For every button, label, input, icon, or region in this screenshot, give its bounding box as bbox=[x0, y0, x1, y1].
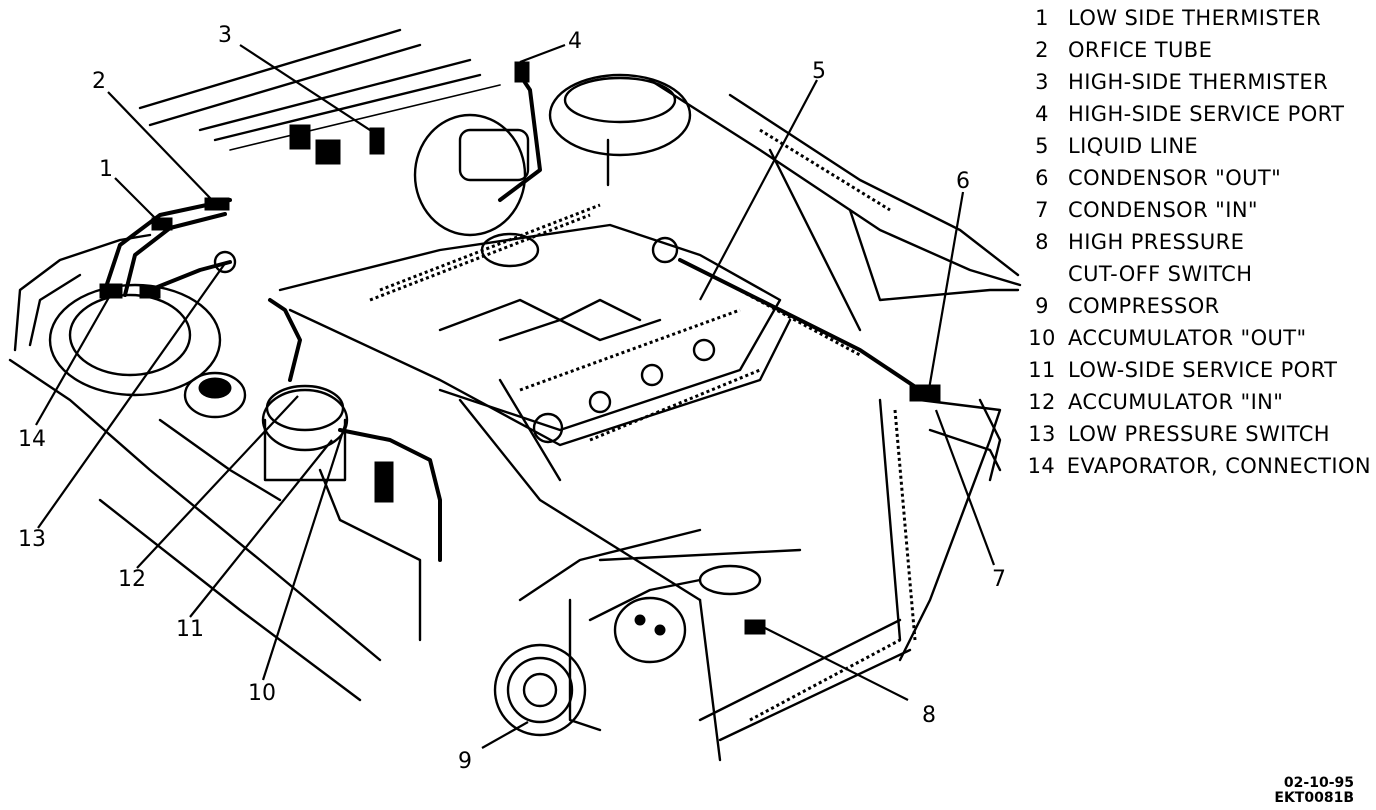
legend-number: 1 bbox=[1035, 6, 1049, 30]
legend-item: 1 LOW SIDE THERMISTER bbox=[1016, 2, 1371, 34]
legend-label: EVAPORATOR, CONNECTION bbox=[1066, 454, 1371, 478]
callout-4: 4 bbox=[568, 29, 582, 54]
legend-item: 9 COMPRESSOR bbox=[1016, 290, 1371, 322]
legend-number: 2 bbox=[1035, 38, 1049, 62]
legend-number: 6 bbox=[1035, 166, 1049, 190]
legend-item: 3 HIGH-SIDE THERMISTER bbox=[1016, 66, 1371, 98]
callout-12: 12 bbox=[118, 567, 146, 592]
legend-number: 10 bbox=[1028, 326, 1056, 350]
legend-number: 7 bbox=[1035, 198, 1049, 222]
callout-9: 9 bbox=[458, 749, 472, 774]
legend-number: 11 bbox=[1028, 358, 1056, 382]
callout-14: 14 bbox=[18, 427, 46, 452]
liquid-line bbox=[648, 78, 1022, 402]
legend-label: COMPRESSOR bbox=[1068, 294, 1220, 318]
legend-number: 12 bbox=[1028, 390, 1056, 414]
legend-item: 2 ORFICE TUBE bbox=[1016, 34, 1371, 66]
callout-13: 13 bbox=[18, 527, 46, 552]
callout-5: 5 bbox=[812, 59, 826, 84]
callout-8: 8 bbox=[922, 703, 936, 728]
figure-footer: 02-10-95 EKT0081B bbox=[1274, 776, 1354, 806]
legend-item: 6 CONDENSOR "OUT" bbox=[1016, 162, 1371, 194]
callout-7: 7 bbox=[992, 567, 1006, 592]
legend-item: 7 CONDENSOR "IN" bbox=[1016, 194, 1371, 226]
figure-date: 02-10-95 bbox=[1283, 775, 1354, 791]
legend-number: 3 bbox=[1035, 70, 1049, 94]
legend-continuation: CUT-OFF SWITCH bbox=[1068, 262, 1253, 286]
legend-label: CONDENSOR "IN" bbox=[1068, 198, 1258, 222]
condenser bbox=[698, 398, 1002, 742]
callout-1: 1 bbox=[99, 157, 113, 182]
legend-label: LIQUID LINE bbox=[1068, 134, 1199, 158]
callout-6: 6 bbox=[956, 169, 970, 194]
figure-code: EKT0081B bbox=[1274, 790, 1354, 806]
legend-label: ACCUMULATOR "IN" bbox=[1068, 390, 1284, 414]
legend-label: ORFICE TUBE bbox=[1068, 38, 1213, 62]
legend-item: 13 LOW PRESSURE SWITCH bbox=[1016, 418, 1371, 450]
legend-number: 14 bbox=[1027, 454, 1056, 478]
legend-item: 8 HIGH PRESSURE bbox=[1016, 226, 1371, 258]
callout-numbers: 1 2 3 4 5 6 7 8 9 10 11 12 13 14 bbox=[18, 23, 1006, 774]
engine-manifold bbox=[278, 203, 792, 602]
cowl-lines bbox=[138, 28, 501, 151]
compressor bbox=[493, 528, 802, 762]
legend-item: 10 ACCUMULATOR "OUT" bbox=[1016, 322, 1371, 354]
callout-10: 10 bbox=[248, 681, 276, 706]
leader-lines bbox=[35, 43, 996, 749]
legend-label: LOW-SIDE SERVICE PORT bbox=[1068, 358, 1338, 382]
legend-item: 14 EVAPORATOR, CONNECTION bbox=[1016, 450, 1371, 482]
legend-label: CONDENSOR "OUT" bbox=[1068, 166, 1282, 190]
evaporator-lines bbox=[99, 197, 237, 299]
accumulator bbox=[158, 298, 442, 642]
legend-label: HIGH PRESSURE bbox=[1068, 230, 1245, 254]
legend-number: 9 bbox=[1035, 294, 1049, 318]
legend-label: LOW SIDE THERMISTER bbox=[1068, 6, 1321, 30]
legend-number: 8 bbox=[1035, 230, 1049, 254]
legend-number: 5 bbox=[1035, 134, 1049, 158]
callout-11: 11 bbox=[176, 617, 204, 642]
legend-label: LOW PRESSURE SWITCH bbox=[1068, 422, 1330, 446]
left-fender bbox=[8, 233, 382, 702]
callout-2: 2 bbox=[92, 69, 106, 94]
legend-label: HIGH-SIDE SERVICE PORT bbox=[1068, 102, 1345, 126]
legend-label: HIGH-SIDE THERMISTER bbox=[1068, 70, 1329, 94]
legend-number: 13 bbox=[1028, 422, 1056, 446]
legend-label: ACCUMULATOR "OUT" bbox=[1068, 326, 1307, 350]
legend-item: 11 LOW-SIDE SERVICE PORT bbox=[1016, 354, 1371, 386]
legend-item: 4 HIGH-SIDE SERVICE PORT bbox=[1016, 98, 1371, 130]
legend-item: 5 LIQUID LINE bbox=[1016, 130, 1371, 162]
callout-3: 3 bbox=[218, 23, 232, 48]
legend-item: 12 ACCUMULATOR "IN" bbox=[1016, 386, 1371, 418]
legend-number: 4 bbox=[1035, 102, 1049, 126]
top-components bbox=[289, 61, 692, 237]
